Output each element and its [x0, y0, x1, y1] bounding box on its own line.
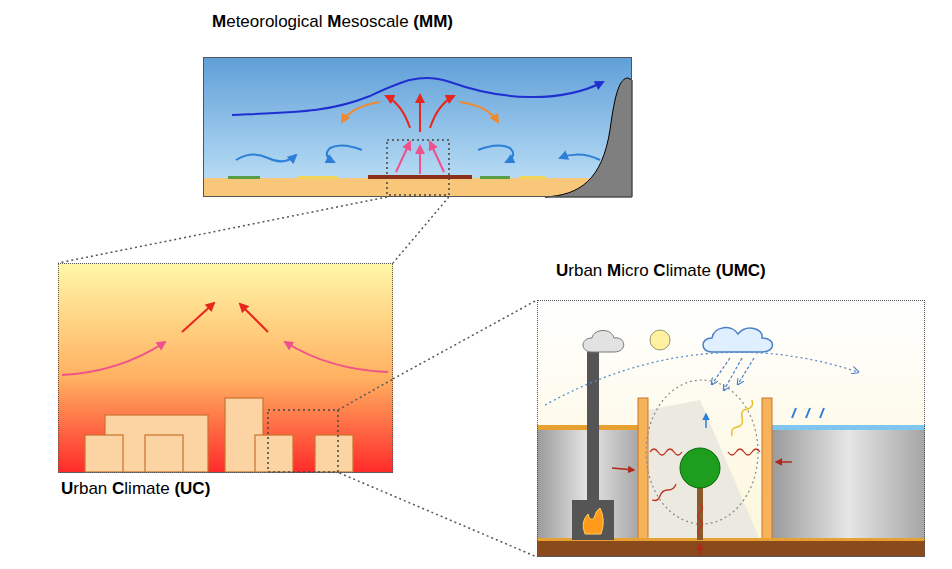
scale-panel: Urban Climate (UC) — [58, 263, 393, 473]
scale-panel: Urban Micro Climate (UMC) — [537, 300, 925, 557]
panel-title: Urban Micro Climate (UMC) — [556, 261, 766, 281]
panel-title: Meteorological Mesoscale (MM) — [212, 12, 453, 32]
zoom-connector — [339, 300, 537, 557]
panel-title: Urban Climate (UC) — [61, 479, 210, 499]
scale-panel: Meteorological Mesoscale (MM) — [203, 57, 632, 197]
zoom-connector — [58, 197, 449, 263]
